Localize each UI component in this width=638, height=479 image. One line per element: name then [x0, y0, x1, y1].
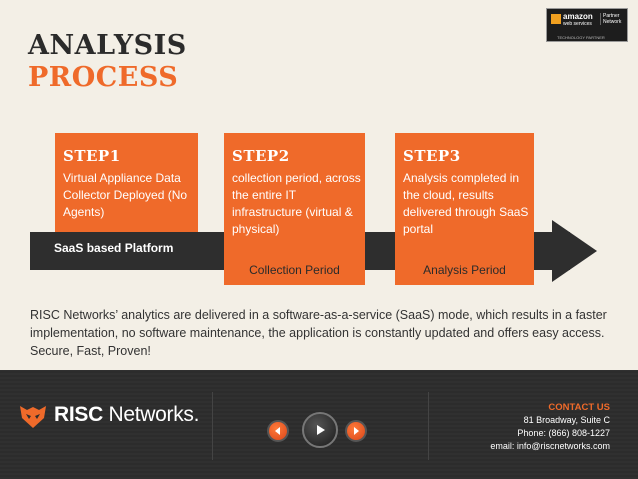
step-3-title: STEP3 [403, 147, 461, 165]
previous-icon [275, 427, 280, 435]
next-button[interactable] [345, 420, 367, 442]
timeline-arrow-head-icon [552, 220, 597, 282]
step-3-card: STEP3 Analysis completed in the cloud, r… [395, 133, 534, 285]
aws-partner-badge: amazon web services Partner Network TECH… [546, 8, 628, 42]
play-icon [317, 425, 325, 435]
step-3-period: Analysis Period [423, 263, 506, 277]
step-2-title: STEP2 [232, 147, 290, 165]
platform-label: SaaS based Platform [54, 241, 174, 255]
aws-tagline: TECHNOLOGY PARTNER [557, 35, 605, 40]
aws-brand: amazon [563, 12, 593, 21]
description-paragraph: RISC Networks’ analytics are delivered i… [30, 308, 607, 358]
footer-divider [212, 392, 213, 460]
contact-phone: Phone: (866) 808-1227 [517, 428, 610, 438]
step-1-card: STEP1 Virtual Appliance Data Collector D… [55, 133, 198, 232]
footer-divider [428, 392, 429, 460]
title-line-process: PROCESS [28, 62, 179, 93]
risc-networks-logo-text: RISC Networks. [54, 403, 200, 426]
slide-title: ANALYSIS PROCESS [28, 30, 187, 94]
aws-cube-icon [551, 14, 561, 24]
previous-button[interactable] [267, 420, 289, 442]
footer-bar: RISC Networks. CONTACT US 81 Broadway, S… [0, 370, 638, 479]
next-icon [354, 427, 359, 435]
step-3-body: Analysis completed in the cloud, results… [403, 171, 529, 236]
play-button[interactable] [302, 412, 338, 448]
contact-email[interactable]: email: info@riscnetworks.com [490, 441, 610, 451]
aws-sub: web services [563, 21, 592, 27]
contact-block: CONTACT US 81 Broadway, Suite C Phone: (… [490, 401, 610, 453]
contact-address: 81 Broadway, Suite C [523, 415, 610, 425]
step-1-title: STEP1 [63, 147, 121, 165]
media-controls [265, 410, 375, 450]
title-line-analysis: ANALYSIS [28, 30, 187, 61]
risc-owl-logo-icon [20, 406, 46, 428]
step-2-card: STEP2 collection period, across the enti… [224, 133, 365, 285]
step-2-body: collection period, across the entire IT … [232, 171, 361, 236]
aws-partner-network: Partner Network [600, 13, 621, 25]
step-1-body: Virtual Appliance Data Collector Deploye… [63, 171, 188, 219]
contact-heading: CONTACT US [548, 402, 610, 413]
step-2-period: Collection Period [249, 263, 340, 277]
